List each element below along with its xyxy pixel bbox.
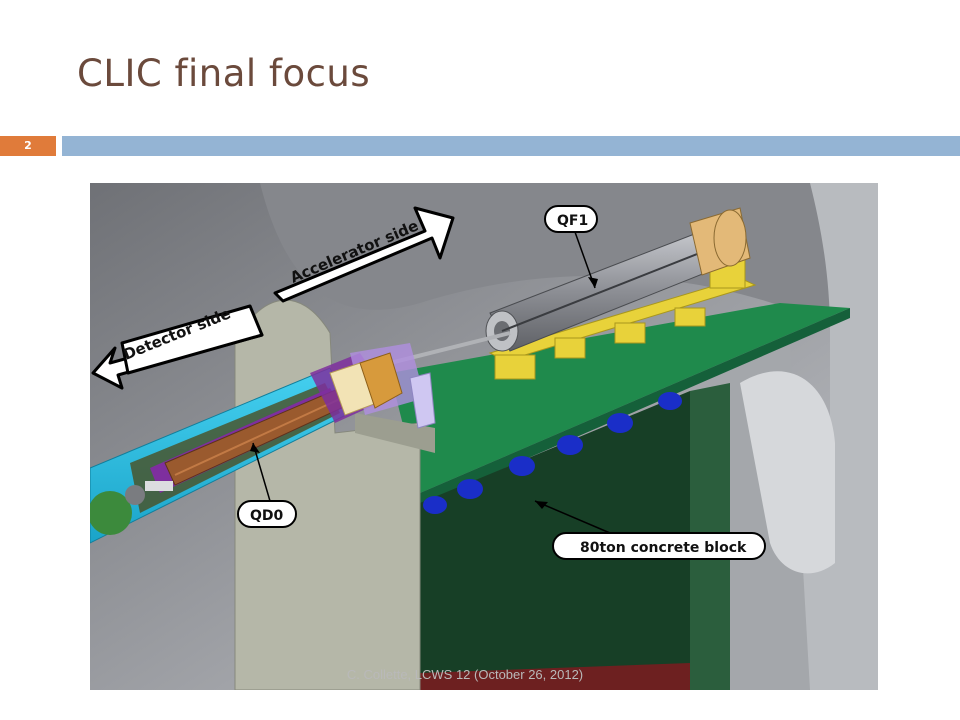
title-accent-bar <box>62 136 960 156</box>
right-arch <box>740 371 835 574</box>
slide-footer: C. Collette, LCWS 12 (October 26, 2012) <box>0 667 960 682</box>
concrete-floor-edge <box>420 663 690 690</box>
svg-text:80ton concrete block: 80ton concrete block <box>580 540 747 556</box>
slide-title: CLIC final focus <box>77 52 371 95</box>
svg-text:QF1: QF1 <box>557 213 588 229</box>
footer-text: C. Collette, LCWS 12 (October 26, 2012) <box>346 667 584 682</box>
qd0-callout: QD0 <box>237 442 297 528</box>
qd0-assembly <box>90 343 436 544</box>
support-plate-front <box>420 308 850 505</box>
svg-text:QD0: QD0 <box>250 508 284 524</box>
slide-number-badge: 2 <box>0 136 56 156</box>
partition-edge <box>355 413 435 453</box>
clic-final-focus-figure: Accelerator side Detector side QF1 QD0 8… <box>90 183 878 690</box>
blue-pads <box>423 392 682 514</box>
support-plate <box>390 303 850 493</box>
concrete-block-callout: 80ton concrete block <box>534 500 766 560</box>
qf1-callout: QF1 <box>544 205 598 289</box>
